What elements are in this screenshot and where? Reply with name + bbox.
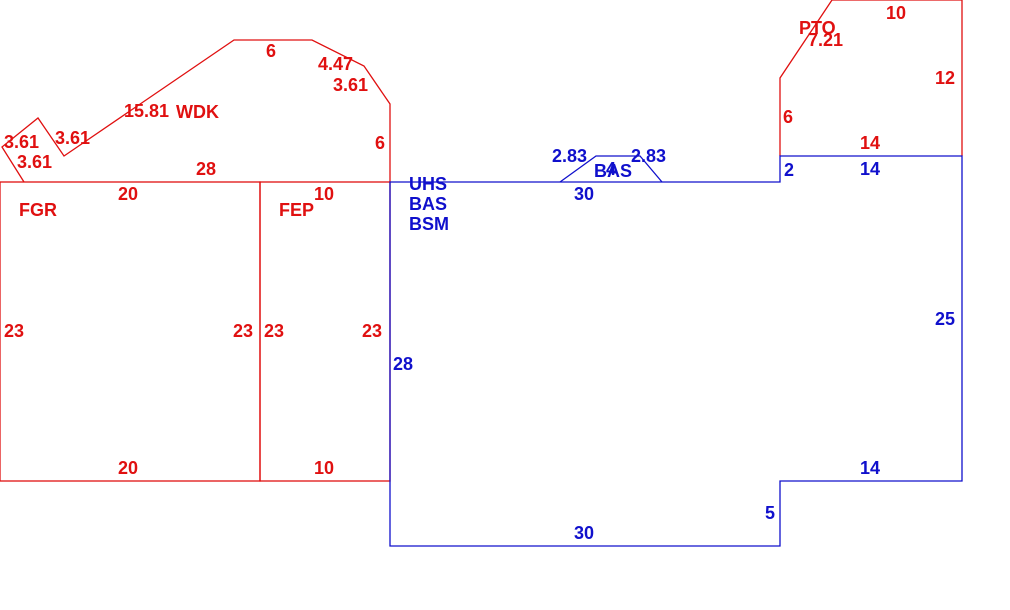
fep-label: FEP — [279, 200, 314, 220]
wdk-361-dim-a: 3.61 — [333, 75, 368, 95]
main-notch-side-dim: 5 — [765, 503, 775, 523]
main-right-dim: 25 — [935, 309, 955, 329]
main-notch-top-dim: 14 — [860, 458, 880, 478]
bas-label: BAS — [409, 194, 447, 214]
wdk-right-dim: 6 — [375, 133, 385, 153]
wdk-361-dim-b: 3.61 — [55, 128, 90, 148]
bay-left-dim: 2.83 — [552, 146, 587, 166]
main-top-left-dim: 30 — [574, 184, 594, 204]
red-labels: FGR 20 23 23 20 FEP 10 23 23 10 WDK 28 6… — [4, 3, 955, 478]
pto-right-dim: 12 — [935, 68, 955, 88]
pto-left-dim: 6 — [783, 107, 793, 127]
main-house-outline — [389, 155, 963, 547]
fgr-bottom-dim: 20 — [118, 458, 138, 478]
pto-diag-dim: 7.21 — [808, 30, 843, 50]
bay-window-outline — [559, 155, 663, 183]
main-bottom-dim: 30 — [574, 523, 594, 543]
fgr-label: FGR — [19, 200, 57, 220]
red-structures — [0, 0, 963, 482]
fep-right-dim: 23 — [362, 321, 382, 341]
bay-top-dim: 4 — [606, 159, 616, 179]
blue-labels: UHS BAS BSM 30 2 14 25 14 5 30 28 2.83 2… — [393, 146, 955, 543]
uhs-label: UHS — [409, 174, 447, 194]
main-top-right-dim: 14 — [860, 159, 880, 179]
wdk-361-dim-c: 3.61 — [4, 132, 39, 152]
bsm-label: BSM — [409, 214, 449, 234]
pto-top-dim: 10 — [886, 3, 906, 23]
main-step-dim: 2 — [784, 160, 794, 180]
fep-left-dim: 23 — [264, 321, 284, 341]
wdk-top-dim: 6 — [266, 41, 276, 61]
fep-top-dim: 10 — [314, 184, 334, 204]
pto-label: PTO — [799, 18, 836, 38]
bay-bas-label: BAS — [594, 161, 632, 181]
pto-outline — [779, 0, 963, 156]
bay-right-dim: 2.83 — [631, 146, 666, 166]
blue-structures — [389, 155, 963, 547]
fgr-left-dim: 23 — [4, 321, 24, 341]
wdk-label: WDK — [176, 102, 219, 122]
wdk-447-dim: 4.47 — [318, 54, 353, 74]
wdk-361-dim-d: 3.61 — [17, 152, 52, 172]
fep-bottom-dim: 10 — [314, 458, 334, 478]
wdk-base-dim: 28 — [196, 159, 216, 179]
wdk-outline — [1, 39, 391, 183]
fgr-right-dim: 23 — [233, 321, 253, 341]
fgr-top-dim: 20 — [118, 184, 138, 204]
fgr-outline — [0, 181, 261, 482]
main-left-dim: 28 — [393, 354, 413, 374]
wdk-diag-long-dim: 15.81 — [124, 101, 169, 121]
pto-bottom-dim: 14 — [860, 133, 880, 153]
